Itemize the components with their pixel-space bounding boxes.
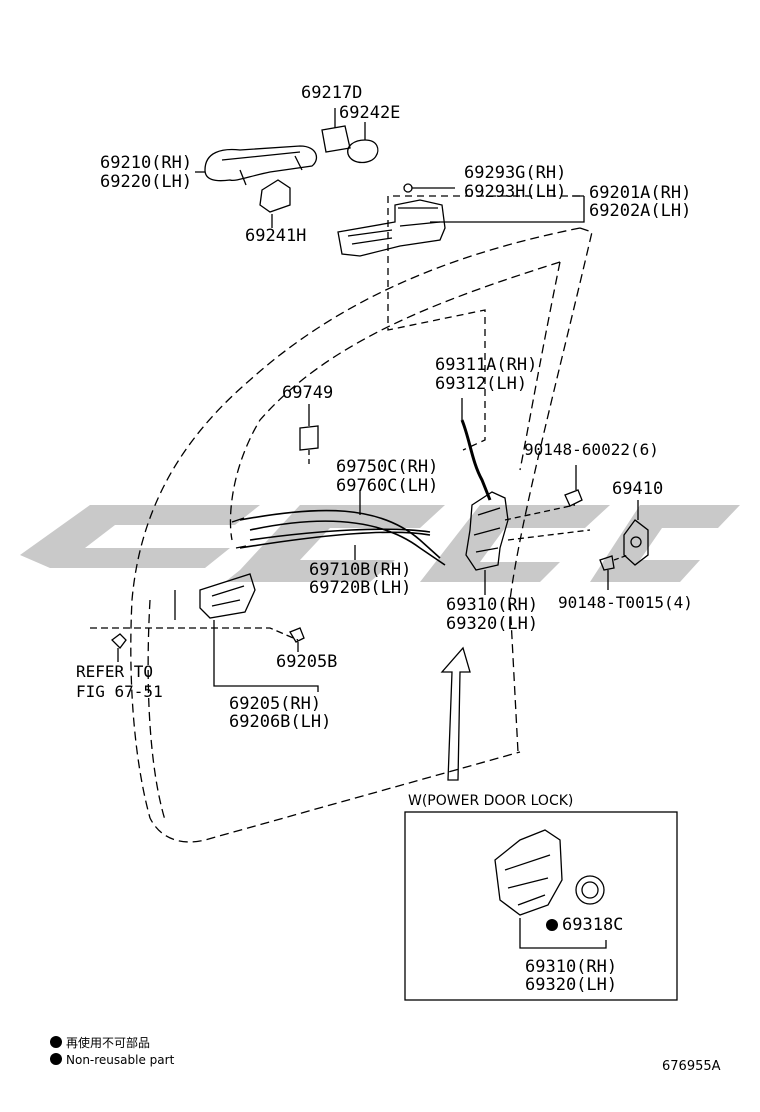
handle-frame-shape [337,199,446,257]
door-lock-shape [465,491,509,571]
watermark-logo [20,505,740,582]
non-reusable-dot-icon [546,919,558,931]
lock-rod-shape [460,419,492,501]
legend-english-text: Non-reusable part [66,1053,175,1067]
outer-handle-shape [204,145,318,182]
label-inset-69320: 69320(LH) [525,975,618,995]
label-refer-to: REFER TO [76,662,154,681]
label-69311A: 69311A(RH) [435,355,538,375]
label-69210: 69210(RH) [100,153,193,173]
label-69217D: 69217D [301,83,363,103]
label-inset-69318C-text: 69318C [562,915,624,935]
label-69202A: 69202A(LH) [589,201,692,221]
label-69320: 69320(LH) [446,614,539,634]
label-69312: 69312(LH) [435,374,528,394]
legend-japanese-text: 再使用不可部品 [66,1036,151,1050]
label-69749: 69749 [282,383,334,403]
label-69201A: 69201A(RH) [589,183,692,203]
inset-box [404,811,678,1001]
label-69293H: 69293H(LH) [464,182,567,202]
label-inset-69310: 69310(RH) [525,957,618,977]
label-69720B: 69720B(LH) [309,578,412,598]
label-fig: FIG 67-51 [76,682,163,701]
legend-japanese: 再使用不可部品 [50,1034,150,1051]
legend-dot-icon [50,1036,62,1048]
label-69241H: 69241H [245,226,307,246]
label-69410: 69410 [612,479,664,499]
label-90148-T0015: 90148-T0015(4) [558,593,693,612]
label-90148-60022: 90148-60022(6) [524,440,659,459]
inset-title: W(POWER DOOR LOCK) [408,793,574,809]
legend-english: Non-reusable part [50,1053,174,1067]
door-outline [130,227,581,843]
cable-assy-shape [239,509,441,559]
label-69206B: 69206B(LH) [229,712,332,732]
label-inset-69318C: 69318C [546,916,623,934]
label-69293G: 69293G(RH) [464,163,567,183]
inset-lock-drawing [494,829,607,949]
striker-shape [623,519,649,566]
label-69710B: 69710B(RH) [309,560,412,580]
label-69242E: 69242E [339,103,401,123]
figure-id: 676955A [662,1059,721,1074]
label-69205: 69205(RH) [229,694,322,714]
inside-handle-shape [199,573,256,619]
label-69220: 69220(LH) [100,172,193,192]
label-69760C: 69760C(LH) [336,476,439,496]
legend-dot-icon [50,1053,62,1065]
label-69750C: 69750C(RH) [336,457,439,477]
label-69205B: 69205B [276,652,338,672]
label-69310: 69310(RH) [446,595,539,615]
